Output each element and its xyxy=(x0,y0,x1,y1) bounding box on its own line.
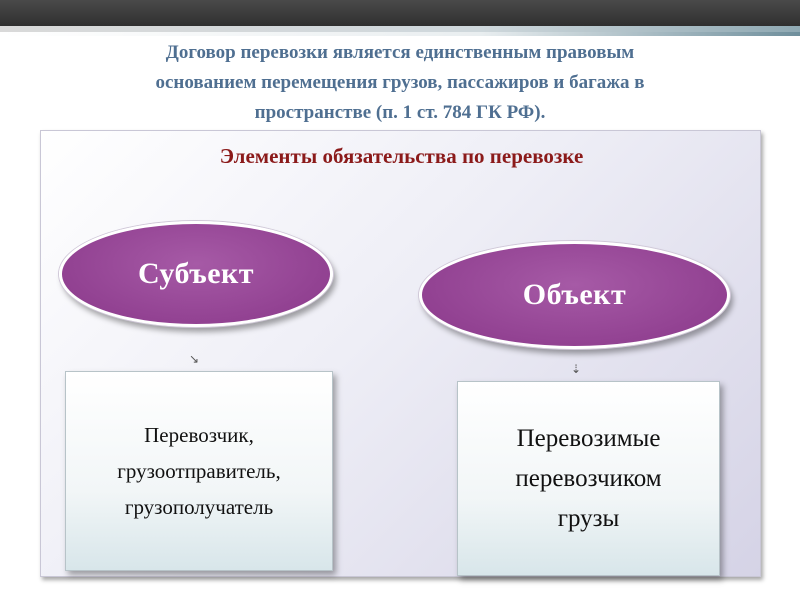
object-box-line: грузы xyxy=(557,504,620,532)
subject-label: Субъект xyxy=(137,257,255,290)
subject-box-line: Перевозчик, xyxy=(144,423,254,447)
object-ellipse: Объект xyxy=(419,241,730,349)
slide-title: Договор перевозки является единственным … xyxy=(40,38,760,128)
top-bar-accent-light xyxy=(0,32,800,36)
object-box-line: перевозчиком xyxy=(515,464,662,492)
slide-title-line: пространстве (п. 1 ст. 784 ГК РФ). xyxy=(254,102,546,123)
subject-box-line: грузоотправитель, xyxy=(117,459,281,483)
subject-box: Перевозчик, грузоотправитель, грузополуч… xyxy=(65,371,333,571)
panel-heading: Элементы обязательства по перевозке xyxy=(219,144,584,168)
top-bar xyxy=(0,0,800,26)
slide-title-line: Договор перевозки является единственным … xyxy=(165,42,635,63)
object-label: Объект xyxy=(522,278,627,311)
subject-box-text: Перевозчик, грузоотправитель, грузополуч… xyxy=(117,417,280,525)
top-bar-accent xyxy=(0,26,800,32)
subject-box-line: грузополучатель xyxy=(124,495,274,519)
subject-arrow-icon: ↘ xyxy=(189,352,200,366)
subject-ellipse: Субъект xyxy=(59,221,333,327)
object-box-line: Перевозимые xyxy=(516,424,661,452)
object-box: Перевозимые перевозчиком грузы xyxy=(457,381,720,576)
object-box-text: Перевозимые перевозчиком грузы xyxy=(515,419,661,539)
slide-title-line: основанием перемещения грузов, пассажиро… xyxy=(155,72,645,93)
object-arrow-icon: ⇣ xyxy=(571,362,582,376)
diagram-panel: Элементы обязательства по перевозке Субъ… xyxy=(40,130,761,577)
